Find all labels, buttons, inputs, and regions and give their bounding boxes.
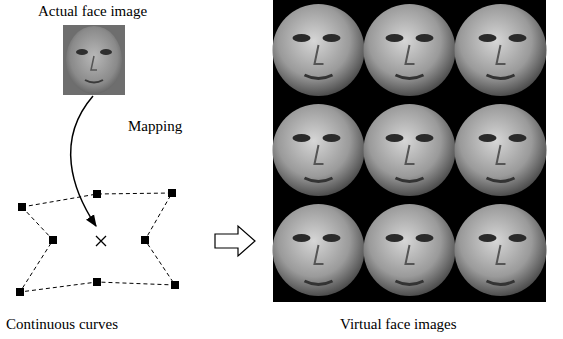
virtual-face <box>273 104 365 196</box>
figure-title: Actual face image <box>38 3 147 20</box>
actual-face <box>63 25 125 95</box>
virtual-faces <box>273 0 547 302</box>
continuous-curves <box>16 189 179 296</box>
arrow-label: Mapping <box>128 118 182 135</box>
virtual-face <box>364 4 456 96</box>
figure-caption: Virtual face images <box>340 316 457 333</box>
virtual-face <box>455 4 547 96</box>
virtual-face <box>364 104 456 196</box>
virtual-face <box>455 104 547 196</box>
virtual-face <box>364 204 456 296</box>
hollow-arrow <box>215 226 255 256</box>
figure-caption: Continuous curves <box>6 316 118 333</box>
virtual-face <box>455 204 547 296</box>
mapping-arrow <box>71 96 96 226</box>
virtual-face <box>273 4 365 96</box>
virtual-face <box>273 204 365 296</box>
